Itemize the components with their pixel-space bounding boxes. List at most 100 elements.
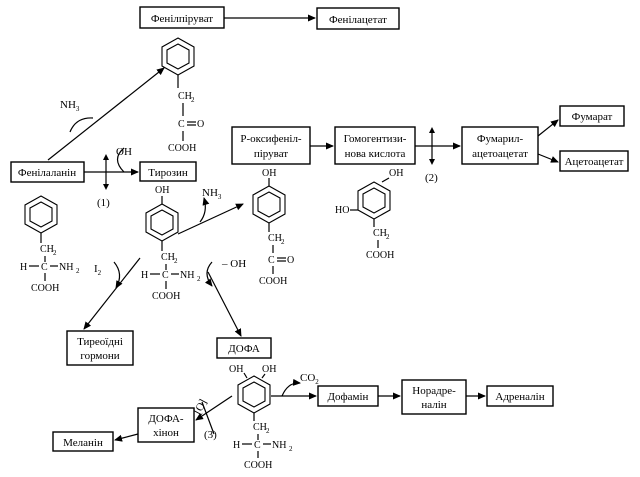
node-fumarate: Фумарат — [559, 105, 625, 127]
svg-text:налін: налін — [421, 399, 446, 411]
arrow-to-dopa — [207, 271, 242, 337]
svg-text:Фенілацетат: Фенілацетат — [329, 14, 387, 26]
svg-text:2: 2 — [289, 445, 293, 453]
svg-text:O: O — [197, 119, 204, 130]
label-nh3-a: NH3 — [60, 99, 80, 113]
svg-text:2: 2 — [266, 427, 270, 435]
structure-phenylalanine: CH 2 H C NH 2 COOH — [20, 195, 80, 294]
svg-text:COOH: COOH — [152, 291, 180, 302]
svg-text:COOH: COOH — [31, 283, 59, 294]
svg-text:2: 2 — [281, 238, 285, 246]
label-nh3-b: NH3 — [202, 187, 222, 201]
svg-text:Дофамін: Дофамін — [328, 391, 369, 403]
node-fumarylacetoacetate: Фумарил- ацетоацетат — [461, 126, 539, 165]
structure-p-oxyphenylpyruvate: OH CH 2 C O COOH — [252, 168, 294, 287]
svg-text:C: C — [178, 119, 185, 130]
svg-text:OH: OH — [389, 168, 403, 179]
svg-text:NH: NH — [180, 270, 194, 281]
svg-text:Фенілаланін: Фенілаланін — [18, 167, 76, 179]
arrow-phenylalanine-phenylpyruvate — [47, 67, 165, 161]
svg-text:Ацетоацетат: Ацетоацетат — [565, 156, 624, 168]
svg-text:OH: OH — [262, 364, 276, 375]
arrow-tyrosine-oxyphenylpyruvate — [177, 203, 244, 235]
svg-text:2: 2 — [191, 96, 195, 104]
arrow-to-dopaquinone — [195, 395, 233, 421]
arrow-to-fumarate — [537, 119, 559, 137]
svg-text:COOH: COOH — [366, 250, 394, 261]
node-homogentisic-acid: Гомогентизи- нова кислота — [334, 126, 416, 165]
svg-text:Фумарил-: Фумарил- — [477, 133, 524, 145]
node-acetoacetate: Ацетоацетат — [559, 150, 629, 172]
svg-text:OH: OH — [229, 364, 243, 375]
arrow-to-melanin — [114, 433, 139, 442]
svg-text:ДОФА: ДОФА — [228, 343, 260, 355]
structure-phenylpyruvate: CH 2 C O COOH — [161, 37, 204, 154]
node-dopaquinone: ДОФА- хінон — [137, 407, 195, 443]
svg-text:Р-оксифеніл-: Р-оксифеніл- — [240, 133, 302, 145]
svg-text:CH: CH — [178, 91, 192, 102]
svg-text:C: C — [254, 440, 261, 451]
svg-text:COOH: COOH — [168, 143, 196, 154]
arrow-i2 — [113, 261, 123, 289]
svg-text:нова кислота: нова кислота — [345, 148, 406, 160]
svg-text:CH: CH — [161, 252, 175, 263]
svg-text:Адреналін: Адреналін — [495, 391, 544, 403]
svg-text:C: C — [41, 262, 48, 273]
node-phenylacetate: Фенілацетат — [316, 7, 400, 30]
arrow-nh3-release — [69, 117, 94, 133]
svg-text:NH: NH — [59, 262, 73, 273]
svg-text:Тиреоїдні: Тиреоїдні — [77, 336, 123, 348]
node-adrenaline: Адреналін — [486, 385, 554, 407]
node-dopa: ДОФА — [216, 337, 272, 359]
svg-text:COOH: COOH — [244, 460, 272, 471]
arrow-oh-curve — [116, 147, 125, 173]
label-co2: CO2 — [300, 372, 319, 386]
svg-text:NH: NH — [272, 440, 286, 451]
node-noradrenaline: Норадре- налін — [401, 379, 467, 415]
structure-tyrosine: OH CH 2 H C NH 2 COOH — [141, 185, 201, 302]
svg-text:хінон: хінон — [153, 427, 179, 439]
svg-text:Меланін: Меланін — [63, 437, 103, 449]
svg-text:O: O — [287, 255, 294, 266]
label-i2: I2 — [94, 263, 102, 277]
arrow-to-acetoacetate — [537, 153, 559, 163]
node-phenylpyruvate: Фенілпіруват — [139, 6, 225, 29]
svg-text:COOH: COOH — [259, 276, 287, 287]
svg-text:CH: CH — [40, 244, 54, 255]
svg-text:2: 2 — [386, 233, 390, 241]
arrows — [47, 14, 559, 442]
structure-homogentisic-acid: OH HO CH 2 COOH — [335, 168, 403, 261]
svg-text:Гомогентизи-: Гомогентизи- — [344, 133, 407, 145]
svg-text:піруват: піруват — [254, 148, 288, 160]
arrow-nh3-b — [199, 197, 210, 223]
svg-text:ДОФА-: ДОФА- — [148, 413, 184, 425]
svg-text:CH: CH — [268, 233, 282, 244]
svg-text:2: 2 — [174, 257, 178, 265]
structure-dopa: OH OH CH 2 H C NH 2 COOH — [229, 364, 293, 471]
svg-text:Тирозин: Тирозин — [148, 167, 188, 179]
svg-text:ацетоацетат: ацетоацетат — [472, 148, 528, 160]
svg-text:2: 2 — [76, 267, 80, 275]
label-step1: (1) — [97, 197, 110, 209]
arrow-co2 — [281, 378, 301, 397]
svg-text:Норадре-: Норадре- — [412, 385, 456, 397]
label-step3: (3) — [204, 429, 217, 441]
svg-text:HO: HO — [335, 205, 349, 216]
arrow-to-thyroid-hormones — [83, 257, 141, 330]
svg-text:гормони: гормони — [80, 350, 119, 362]
svg-text:H: H — [20, 262, 27, 273]
svg-text:Фенілпіруват: Фенілпіруват — [151, 13, 213, 25]
svg-text:C: C — [268, 255, 275, 266]
svg-text:2: 2 — [197, 275, 201, 283]
svg-text:OH: OH — [155, 185, 169, 196]
node-thyroid-hormones: Тиреоїдні гормони — [66, 330, 134, 366]
svg-text:OH: OH — [262, 168, 276, 179]
node-tyrosine: Тирозин — [139, 161, 197, 182]
svg-text:CH: CH — [253, 422, 267, 433]
svg-text:H: H — [233, 440, 240, 451]
label-step2: (2) — [425, 172, 438, 184]
node-dopamine: Дофамін — [317, 385, 379, 407]
node-p-oxyphenylpyruvate: Р-оксифеніл- піруват — [231, 126, 311, 165]
